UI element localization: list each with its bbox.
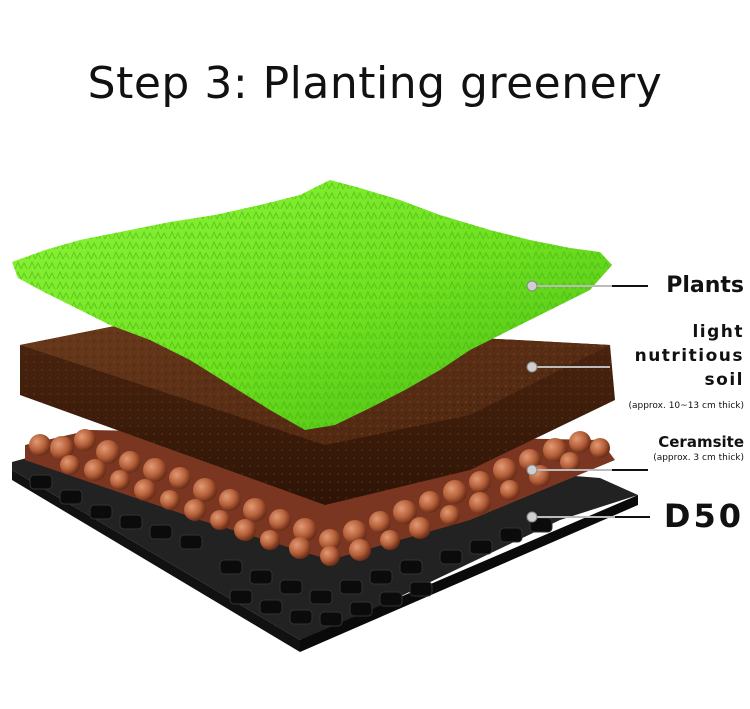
soil-label-line1: light xyxy=(692,322,744,342)
tray-label: D50 xyxy=(640,497,744,535)
ceramsite-label: Ceramsite (approx. 3 cm thick) xyxy=(580,433,744,463)
soil-label-line2: nutritious xyxy=(634,346,744,366)
plants-label: Plants xyxy=(600,273,744,298)
plants-label-text: Plants xyxy=(666,273,744,298)
soil-label-line3: soil xyxy=(704,370,744,390)
leader-lines xyxy=(526,280,650,523)
tray-label-text: D50 xyxy=(663,497,744,535)
page-title: Step 3: Planting greenery xyxy=(87,58,663,109)
ceramsite-thickness-note: (approx. 3 cm thick) xyxy=(653,453,744,463)
ceramsite-label-text: Ceramsite xyxy=(658,433,744,451)
soil-label: light nutritious soil (approx. 10~13 cm … xyxy=(560,320,744,418)
soil-thickness-note: (approx. 10~13 cm thick) xyxy=(628,401,744,411)
grass-layer xyxy=(12,180,612,430)
